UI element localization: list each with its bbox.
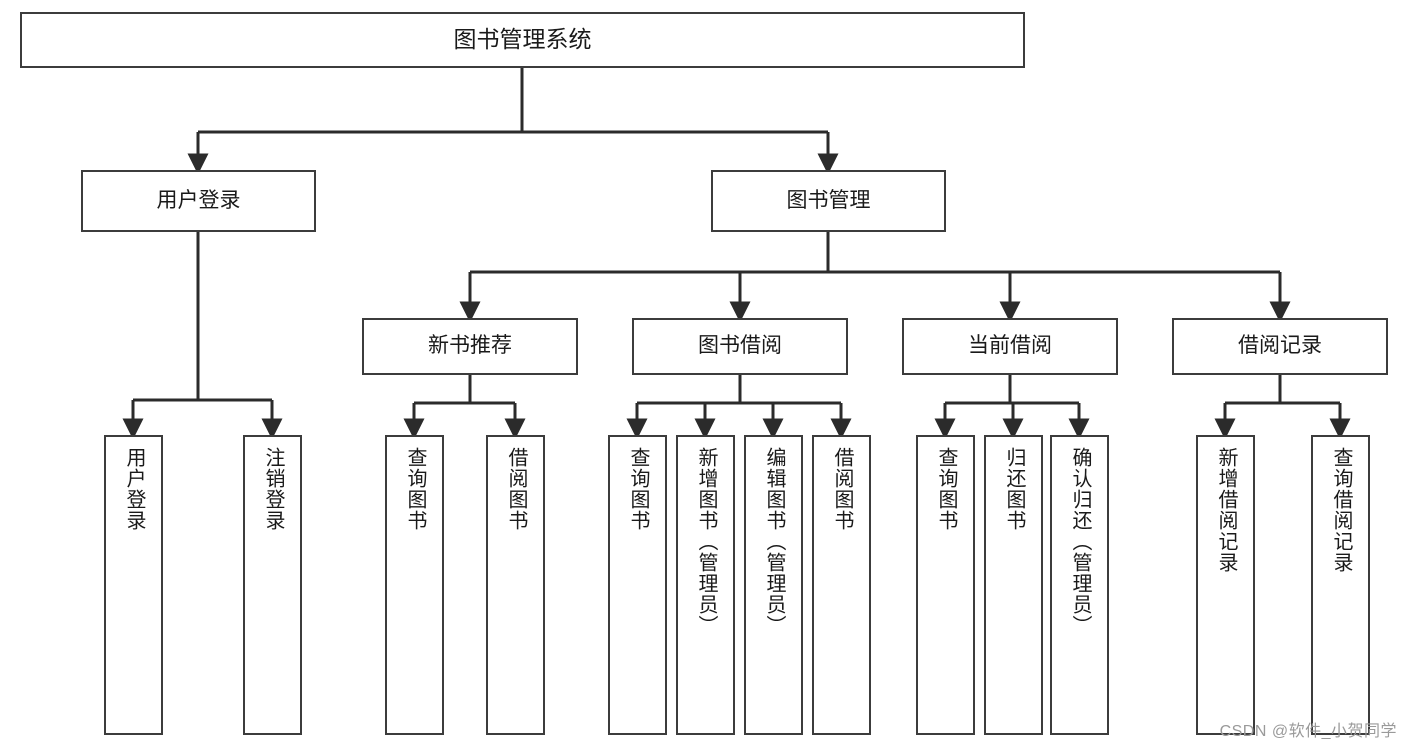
node-current-borrow[interactable]: 当前借阅 — [902, 318, 1118, 375]
node-user-login[interactable]: 用户登录 — [81, 170, 316, 232]
node-leaf-query-borrow-record[interactable]: 查询借阅记录 — [1311, 435, 1370, 735]
node-book-manage-label: 图书管理 — [786, 188, 871, 212]
node-leaf-return-book[interactable]: 归还图书 — [984, 435, 1043, 735]
csdn-watermark: CSDN @软件_小贺同学 — [1219, 723, 1397, 740]
node-leaf-confirm-return[interactable]: 确认归还（管理员） — [1050, 435, 1109, 735]
node-leaf-add-book[interactable]: 新增图书（管理员） — [676, 435, 735, 735]
node-root-label: 图书管理系统 — [453, 26, 592, 53]
node-leaf-user-login[interactable]: 用户登录 — [104, 435, 163, 735]
node-leaf-add-book-label: 新增图书（管理员） — [695, 447, 717, 636]
node-leaf-query-book-1[interactable]: 查询图书 — [385, 435, 444, 735]
node-leaf-query-book-2[interactable]: 查询图书 — [608, 435, 667, 735]
node-leaf-query-borrow-record-label: 查询借阅记录 — [1330, 447, 1352, 573]
node-leaf-edit-book-label: 编辑图书（管理员） — [763, 447, 785, 636]
node-leaf-logout-label: 注销登录 — [262, 447, 284, 531]
node-current-borrow-label: 当前借阅 — [968, 334, 1052, 358]
node-leaf-borrow-book-2-label: 借阅图书 — [831, 447, 853, 531]
node-leaf-return-book-label: 归还图书 — [1003, 447, 1025, 531]
node-leaf-query-book-1-label: 查询图书 — [404, 447, 426, 531]
node-user-login-label: 用户登录 — [156, 188, 241, 212]
node-leaf-add-borrow-record[interactable]: 新增借阅记录 — [1196, 435, 1255, 735]
node-book-manage[interactable]: 图书管理 — [711, 170, 946, 232]
node-book-borrow-label: 图书借阅 — [698, 334, 782, 358]
node-leaf-user-login-label: 用户登录 — [123, 447, 145, 531]
node-leaf-query-book-2-label: 查询图书 — [627, 447, 649, 531]
node-leaf-borrow-book-1[interactable]: 借阅图书 — [486, 435, 545, 735]
node-leaf-confirm-return-label: 确认归还（管理员） — [1069, 447, 1091, 636]
node-new-book-recommend[interactable]: 新书推荐 — [362, 318, 578, 375]
node-leaf-borrow-book-1-label: 借阅图书 — [505, 447, 527, 531]
node-root[interactable]: 图书管理系统 — [20, 12, 1025, 68]
node-leaf-query-book-3[interactable]: 查询图书 — [916, 435, 975, 735]
node-new-book-recommend-label: 新书推荐 — [428, 334, 512, 358]
node-borrow-record[interactable]: 借阅记录 — [1172, 318, 1388, 375]
node-book-borrow[interactable]: 图书借阅 — [632, 318, 848, 375]
node-leaf-edit-book[interactable]: 编辑图书（管理员） — [744, 435, 803, 735]
node-borrow-record-label: 借阅记录 — [1238, 334, 1322, 358]
node-leaf-add-borrow-record-label: 新增借阅记录 — [1215, 447, 1237, 573]
node-leaf-borrow-book-2[interactable]: 借阅图书 — [812, 435, 871, 735]
node-leaf-query-book-3-label: 查询图书 — [935, 447, 957, 531]
node-leaf-logout[interactable]: 注销登录 — [243, 435, 302, 735]
